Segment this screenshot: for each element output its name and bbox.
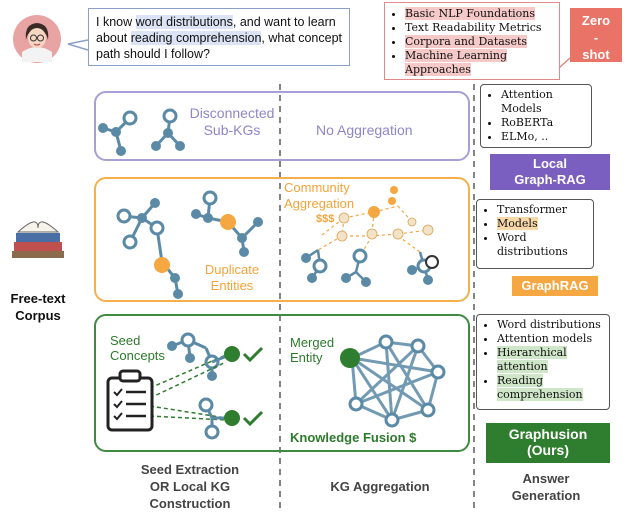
zero-shot-label: Zero - shot bbox=[570, 8, 622, 62]
label-line: Construction bbox=[149, 496, 231, 511]
graphrag-answer-box: Transformer Models Word distributions bbox=[476, 199, 594, 269]
merged-entity-node bbox=[340, 348, 360, 368]
label-line: Aggregation bbox=[284, 196, 355, 211]
duplicate-entities-label: Duplicate Entities bbox=[196, 262, 268, 294]
footer-seed-extraction: Seed Extraction OR Local KG Construction bbox=[120, 461, 260, 512]
corpus-label: Free-text Corpus bbox=[2, 290, 74, 324]
knowledge-fusion-label: Knowledge Fusion $ bbox=[290, 430, 417, 445]
checkmark-icon bbox=[242, 410, 264, 427]
question-post: , what concept path should I follow? bbox=[96, 31, 343, 61]
answer-item: Hierarchical attention bbox=[497, 346, 567, 373]
clipboard-icon bbox=[106, 369, 154, 432]
label-line: Sub-KGs bbox=[203, 122, 261, 138]
answer-item: Attention models bbox=[497, 332, 605, 346]
label-line: Community bbox=[284, 180, 350, 195]
avatar bbox=[12, 14, 62, 64]
panel-no-aggregation bbox=[94, 91, 470, 161]
label-line: Local bbox=[533, 156, 567, 171]
local-graphrag-label: Local Graph-RAG bbox=[490, 154, 610, 190]
label-line: Merged bbox=[290, 335, 335, 350]
label-line: Answer bbox=[522, 471, 570, 486]
cost-indicator: $$$ bbox=[316, 213, 335, 225]
label-line: Graph-RAG bbox=[514, 172, 586, 187]
zero-shot-label-line: shot bbox=[582, 47, 610, 62]
seed-concepts-label: Seed Concepts bbox=[110, 333, 165, 363]
merged-entity-label: Merged Entity bbox=[290, 335, 334, 365]
label-line: Disconnected bbox=[189, 105, 275, 121]
answer-item: Transformer bbox=[497, 203, 589, 217]
label-line: Corpus bbox=[15, 308, 61, 323]
zero-shot-label-line: - bbox=[593, 30, 599, 45]
panel-community-aggregation bbox=[94, 177, 470, 302]
label-line: Free-text bbox=[10, 291, 66, 306]
question-highlight-1: word distributions bbox=[135, 15, 233, 29]
disconnected-subkgs-label: Disconnected Sub-KGs bbox=[184, 105, 280, 139]
label-line: Entities bbox=[210, 278, 254, 293]
footer-answer-generation: Answer Generation bbox=[486, 470, 606, 504]
answer-item: Attention Models bbox=[501, 88, 587, 116]
zero-shot-item: Text Readability Metrics bbox=[405, 21, 555, 35]
zero-shot-item: Basic NLP Foundations bbox=[405, 7, 536, 20]
answer-item: Models bbox=[497, 217, 538, 230]
panel-knowledge-fusion bbox=[94, 314, 470, 452]
graphusion-label: Graphusion (Ours) bbox=[486, 423, 610, 463]
avatar-icon bbox=[13, 15, 61, 63]
question-mid: , and want to learn about bbox=[96, 15, 336, 45]
label-line: Seed bbox=[110, 333, 141, 348]
answer-item: RoBERTa bbox=[501, 116, 587, 130]
community-aggregation-label: Community Aggregation bbox=[284, 180, 354, 212]
graphusion-answer-box: Word distributions Attention models Hier… bbox=[476, 314, 610, 410]
label-line: Duplicate bbox=[204, 262, 260, 277]
local-graphrag-answer-box: Attention Models RoBERTa ELMo, .. bbox=[480, 84, 592, 148]
label-line: Concepts bbox=[110, 348, 165, 363]
answer-item: Word distributions bbox=[497, 231, 589, 259]
label-line: Seed Extraction bbox=[140, 462, 240, 477]
duplicate-entity bbox=[154, 257, 170, 273]
label-line: Graphusion bbox=[508, 426, 588, 442]
checkmark-icon bbox=[242, 346, 264, 363]
no-aggregation-label: No Aggregation bbox=[316, 122, 413, 138]
answer-item: Word distributions bbox=[497, 318, 605, 332]
label-line: (Ours) bbox=[527, 442, 569, 458]
zero-shot-answer-box: Basic NLP Foundations Text Readability M… bbox=[384, 2, 560, 80]
books-icon bbox=[12, 221, 64, 258]
label-line: OR Local KG bbox=[149, 479, 231, 494]
question-box: I know word distributions, and want to l… bbox=[88, 8, 350, 66]
label-line: Entity bbox=[290, 350, 323, 365]
graphrag-label: GraphRAG bbox=[512, 276, 598, 296]
question-pre: I know bbox=[96, 15, 136, 29]
question-highlight-2: reading comprehension bbox=[130, 31, 262, 45]
answer-item: ELMo, .. bbox=[501, 130, 587, 144]
zero-shot-item: Corpora and Datasets bbox=[405, 35, 528, 48]
footer-kg-aggregation: KG Aggregation bbox=[330, 479, 430, 494]
duplicate-entity bbox=[220, 214, 236, 230]
answer-item: Reading comprehension bbox=[497, 374, 583, 401]
label-line: Generation bbox=[511, 488, 581, 503]
zero-shot-label-line: Zero bbox=[581, 13, 611, 28]
